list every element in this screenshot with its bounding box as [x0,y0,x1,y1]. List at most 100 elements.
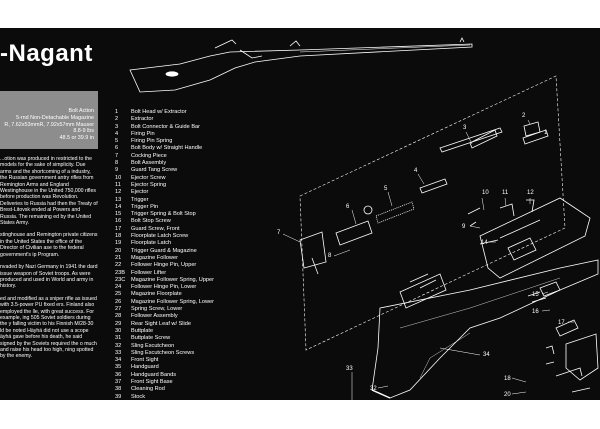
part-number: 37 [115,378,122,385]
part-name: Trigger Guard & Magazine [131,247,197,254]
callout-3: 3 [463,125,467,131]
part-number: 23B [115,269,125,276]
part-name: Bolt Head w/ Extractor [131,109,187,115]
part-name: Extractor [131,116,154,123]
spec-weight: 8.8-9 lbs [73,128,94,135]
part-number: 4 [115,130,119,137]
part-name: Trigger Pin [131,203,159,210]
part-number: 25 [115,291,122,298]
callout-1: 1 [544,130,548,136]
part-number: 2 [115,116,119,123]
part-name: Buttplate [131,327,154,334]
part-name: Magazine Follower Spring, Upper [131,276,215,283]
callout-33: 33 [346,366,353,372]
part-name: Sling Escutcheon Screws [131,349,195,356]
part-number: 15 [115,211,122,218]
part-name: Ejector Screw [131,174,166,181]
part-number: 28 [115,313,122,320]
part-name: Bolt Stop Screw [131,218,171,225]
callout-6: 6 [346,204,350,210]
history-paragraph: stinghouse and Remington private citizen… [0,232,98,258]
part-number: 39 [115,393,122,400]
spec-bar [0,91,98,149]
part-name: Magazine Follower Spring, Lower [131,298,215,305]
leader-lines [282,119,574,400]
part-number: 19 [115,240,122,247]
part-name: Follower Hinge Pin, Lower [131,284,197,291]
callout-8: 8 [328,253,332,259]
part-number: 26 [115,298,122,305]
callout-7: 7 [277,230,281,236]
part-number: 24 [115,284,122,291]
part-number: 21 [115,254,122,261]
trigger-parts [527,281,599,393]
rifle-title: -Nagant [0,40,93,67]
part-number: 18 [115,233,122,240]
part-number: 35 [115,364,122,371]
callout-18: 18 [504,376,511,382]
part-name: Sling Escutcheon [131,342,175,349]
callout-20: 20 [504,392,511,398]
parts-list-item: 37 Front Sight Base [115,379,214,386]
spec-action: Bolt Action [68,108,94,114]
part-name: Front Sight [131,357,159,364]
spec-magazine: 5-rnd Non-Detachable Magazine [16,114,94,121]
exploded-diagram: 1 2 3 4 5 6 7 8 9 10 11 12 14 15 16 17 1… [129,37,599,400]
spec-length: 48.5 or 39.9 in [59,135,94,142]
callout-5: 5 [384,186,388,192]
part-number: 29 [115,320,122,327]
receiver-assembly [479,197,591,279]
part-name: Cocking Piece [131,152,167,159]
callout-11: 11 [502,190,509,196]
part-number: 31 [115,335,122,342]
part-name: Magazine Follower [131,254,178,261]
part-name: Bolt Connector & Guide Bar [131,123,201,130]
part-number: 33 [115,349,122,356]
callout-32: 32 [370,386,377,392]
part-name: Bolt Body w/ Straight Handle [131,145,203,152]
part-name: Ejector Spring [131,181,167,188]
history-paragraph: ...otion was produced in restricted to t… [0,156,98,227]
parts-list-item: 32 Sling Escutcheon [115,343,214,350]
part-number: 30 [115,327,122,334]
parts-list-item: 25 Magazine Floorplate [115,291,214,298]
part-number: 6 [115,145,119,152]
part-name: Handguard Bands [131,371,177,378]
rifle-side-view [129,37,473,93]
part-name: Cleaning Rod [131,386,165,393]
callout-12: 12 [527,190,534,196]
part-name: Magazine Floorplate [131,291,182,298]
part-name: Spring Screw, Lower [131,306,183,313]
part-name: Buttplate Screw [131,335,171,342]
callout-2: 2 [522,113,526,119]
part-number: 36 [115,371,122,378]
callout-34: 34 [483,352,490,358]
part-number: 32 [115,342,122,349]
history-text: ...otion was produced in restricted to t… [0,156,98,366]
part-number: 22 [115,262,122,269]
part-number: 17 [115,225,122,232]
part-name: Front Sight Base [131,378,173,385]
spec-calibers: R, 7.62x53mmR, 7.92x57mm Mauser [4,121,94,128]
part-number: 12 [115,189,122,196]
part-number: 9 [115,167,119,174]
spec-list: Bolt Action 5-rnd Non-Detachable Magazin… [0,108,98,142]
